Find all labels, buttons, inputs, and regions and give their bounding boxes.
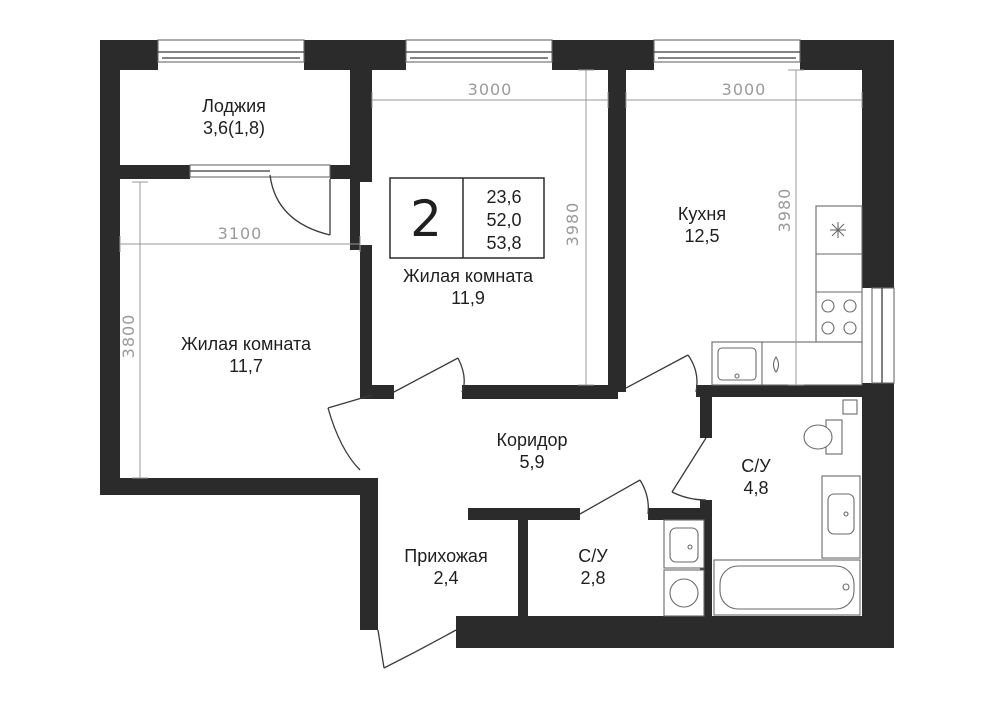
dim-kitchen-height: 3980 xyxy=(775,188,794,233)
rooms-count: 2 xyxy=(410,190,442,248)
window-kitchen xyxy=(653,39,801,63)
dimensions xyxy=(119,69,863,479)
washer-icon xyxy=(663,569,705,617)
window-living-center xyxy=(405,39,553,63)
living-area-value: 23,6 xyxy=(486,187,521,207)
hall-name: Прихожая xyxy=(404,546,487,566)
dim-living-left-width: 3100 xyxy=(218,224,263,243)
living-left-name: Жилая комната xyxy=(181,334,312,354)
kitchen-name: Кухня xyxy=(678,204,726,224)
hood-icon xyxy=(830,222,846,238)
dim-living-center-height: 3980 xyxy=(563,202,582,247)
door-bath-large xyxy=(671,437,707,501)
kitchen-area: 12,5 xyxy=(684,226,719,246)
door-kitchen xyxy=(625,354,698,393)
windows xyxy=(157,39,895,384)
living-left-area: 11,7 xyxy=(229,356,263,376)
doors xyxy=(269,174,707,669)
summary-badge: 2 23,6 52,0 53,8 xyxy=(389,177,545,259)
window-kitchen-side xyxy=(871,287,895,384)
sink-small-icon xyxy=(663,519,705,569)
bath-small-name: С/У xyxy=(578,546,608,566)
toilet-large-icon xyxy=(803,399,858,455)
living-center-area: 11,9 xyxy=(451,288,485,308)
total-with-loggia-value: 53,8 xyxy=(486,233,521,253)
dishwasher-icon xyxy=(772,355,780,373)
stove-icon xyxy=(821,299,857,335)
door-loggia xyxy=(269,174,331,236)
dim-living-left-height: 3800 xyxy=(119,314,138,359)
kitchen-sink-icon xyxy=(717,347,757,381)
bath-large-name: С/У xyxy=(741,456,771,476)
bath-large-area: 4,8 xyxy=(743,478,768,498)
sink-large-icon xyxy=(821,475,861,559)
room-labels: Лоджия 3,6(1,8) Жилая комната 11,7 Жилая… xyxy=(181,96,771,588)
corridor-area: 5,9 xyxy=(519,452,544,472)
door-living-center xyxy=(393,357,465,393)
bathtub-icon xyxy=(713,559,861,616)
bath-small-area: 2,8 xyxy=(580,568,605,588)
hall-area: 2,4 xyxy=(433,568,458,588)
loggia-door-frame xyxy=(189,164,331,178)
loggia-name: Лоджия xyxy=(202,96,266,116)
dim-kitchen-width: 3000 xyxy=(722,80,767,99)
fixtures xyxy=(663,205,863,617)
corridor-name: Коридор xyxy=(496,430,567,450)
dim-living-center-width: 3000 xyxy=(468,80,513,99)
door-entrance xyxy=(377,629,457,669)
total-area-value: 52,0 xyxy=(486,210,521,230)
living-center-name: Жилая комната xyxy=(403,266,534,286)
door-living-left xyxy=(327,394,373,471)
loggia-area: 3,6(1,8) xyxy=(203,118,265,138)
door-bath-small xyxy=(579,479,649,515)
window-loggia xyxy=(157,39,305,63)
walls xyxy=(100,40,894,648)
